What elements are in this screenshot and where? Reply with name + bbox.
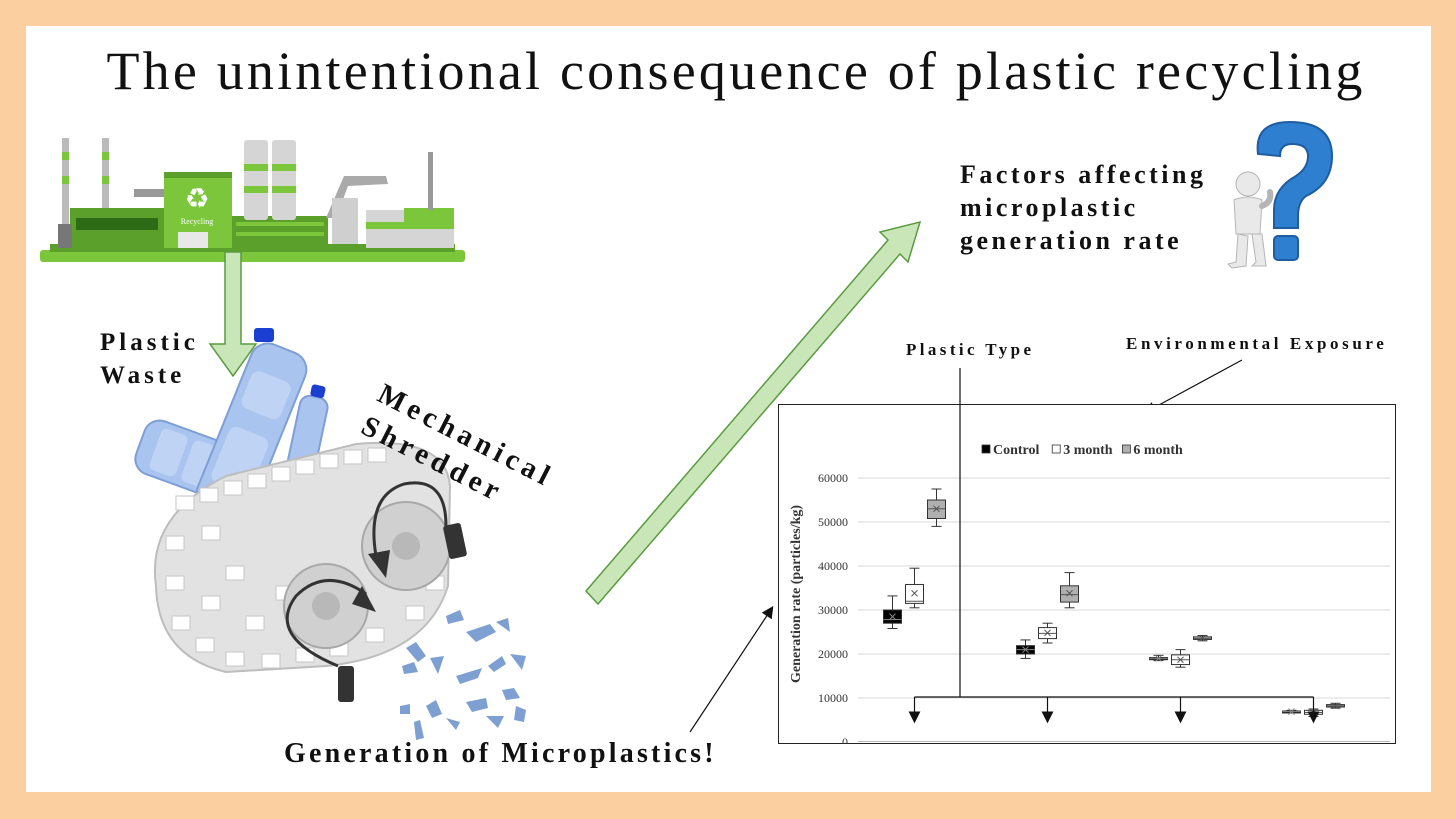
thinking-figure-question-icon <box>1227 120 1334 269</box>
generation-rate-chart: Control 3 month 6 month 0 10000 20000 30000 40… <box>778 404 1396 744</box>
box-plot-PET-Control <box>1016 639 1035 659</box>
y-tick-label: 40000 <box>818 559 848 573</box>
box-plot-PC-6-month <box>927 488 946 527</box>
factory-sign: Recycling <box>181 217 213 226</box>
box-plot-PET-6-month <box>1060 572 1079 609</box>
box-plot-PP-Control <box>1149 654 1168 662</box>
box-plot-HDPE-6-month <box>1326 702 1345 710</box>
generation-pointer <box>689 605 774 733</box>
plastic-type-label: Plastic Type <box>906 340 1035 359</box>
box-plot-PET-3-month <box>1038 622 1057 644</box>
environmental-exposure-label: Environmental Exposure <box>1126 334 1388 353</box>
poster-frame: The unintentional consequence of plastic… <box>26 26 1431 792</box>
legend-swatch <box>1121 444 1131 454</box>
y-axis: 0 10000 20000 30000 40000 50000 60000 <box>818 471 848 744</box>
legend-item: 6 month <box>1121 443 1183 458</box>
box-plot-PC-3-month <box>905 567 924 609</box>
environment-pointer <box>1143 359 1243 414</box>
plastic-waste-line-1: Plastic <box>100 329 199 356</box>
y-tick-label: 30000 <box>818 603 848 617</box>
generation-label: Generation of Microplastics! <box>284 738 717 769</box>
legend-item: 3 month <box>1051 443 1113 458</box>
box-plot-HDPE-Control <box>1282 708 1301 715</box>
y-tick-label: 50000 <box>818 515 848 529</box>
chart-legend: Control 3 month 6 month <box>981 443 1183 458</box>
y-tick-label: 60000 <box>818 471 848 485</box>
shredder-gears-icon <box>153 441 467 702</box>
factors-line-2: microplastic <box>960 193 1139 222</box>
chart-grid <box>858 477 1390 742</box>
legend-item: Control <box>981 443 1040 458</box>
down-arrow <box>208 251 258 378</box>
legend-label: 6 month <box>1133 443 1183 458</box>
recycling-factory-icon: ♻ Recycling <box>40 138 465 262</box>
y-tick-label: 20000 <box>818 647 848 661</box>
plastic-waste-line-2: Waste <box>100 362 186 389</box>
microplastic-fragments-icon <box>400 610 526 740</box>
factors-line-1: Factors affecting <box>960 160 1207 189</box>
y-axis-label: Generation rate (particles/kg) <box>789 505 804 683</box>
box-plot-PP-3-month <box>1171 649 1190 668</box>
factors-heading: Factors affecting microplastic generatio… <box>960 158 1206 257</box>
chart-border <box>778 404 1396 744</box>
box-plot-PP-6-month <box>1193 634 1212 642</box>
poster-title: The unintentional consequence of plastic… <box>106 41 1366 101</box>
legend-swatch <box>1051 444 1061 454</box>
legend-label: Control <box>993 443 1040 458</box>
factors-line-3: generation rate <box>960 226 1183 255</box>
recycling-symbol-icon: ♻ <box>184 184 209 215</box>
svg-text:♻: ♻ <box>184 184 209 215</box>
diagonal-arrow <box>584 220 922 606</box>
y-tick-label: 10000 <box>818 691 848 705</box>
plastic-waste-label: Plastic Waste <box>100 326 199 392</box>
legend-label: 3 month <box>1063 443 1113 458</box>
legend-swatch <box>981 444 991 454</box>
y-tick-label: 0 <box>842 735 848 744</box>
box-plot-PC-Control <box>883 595 902 629</box>
illustration-layer: ♻ Recycling <box>40 120 1334 740</box>
